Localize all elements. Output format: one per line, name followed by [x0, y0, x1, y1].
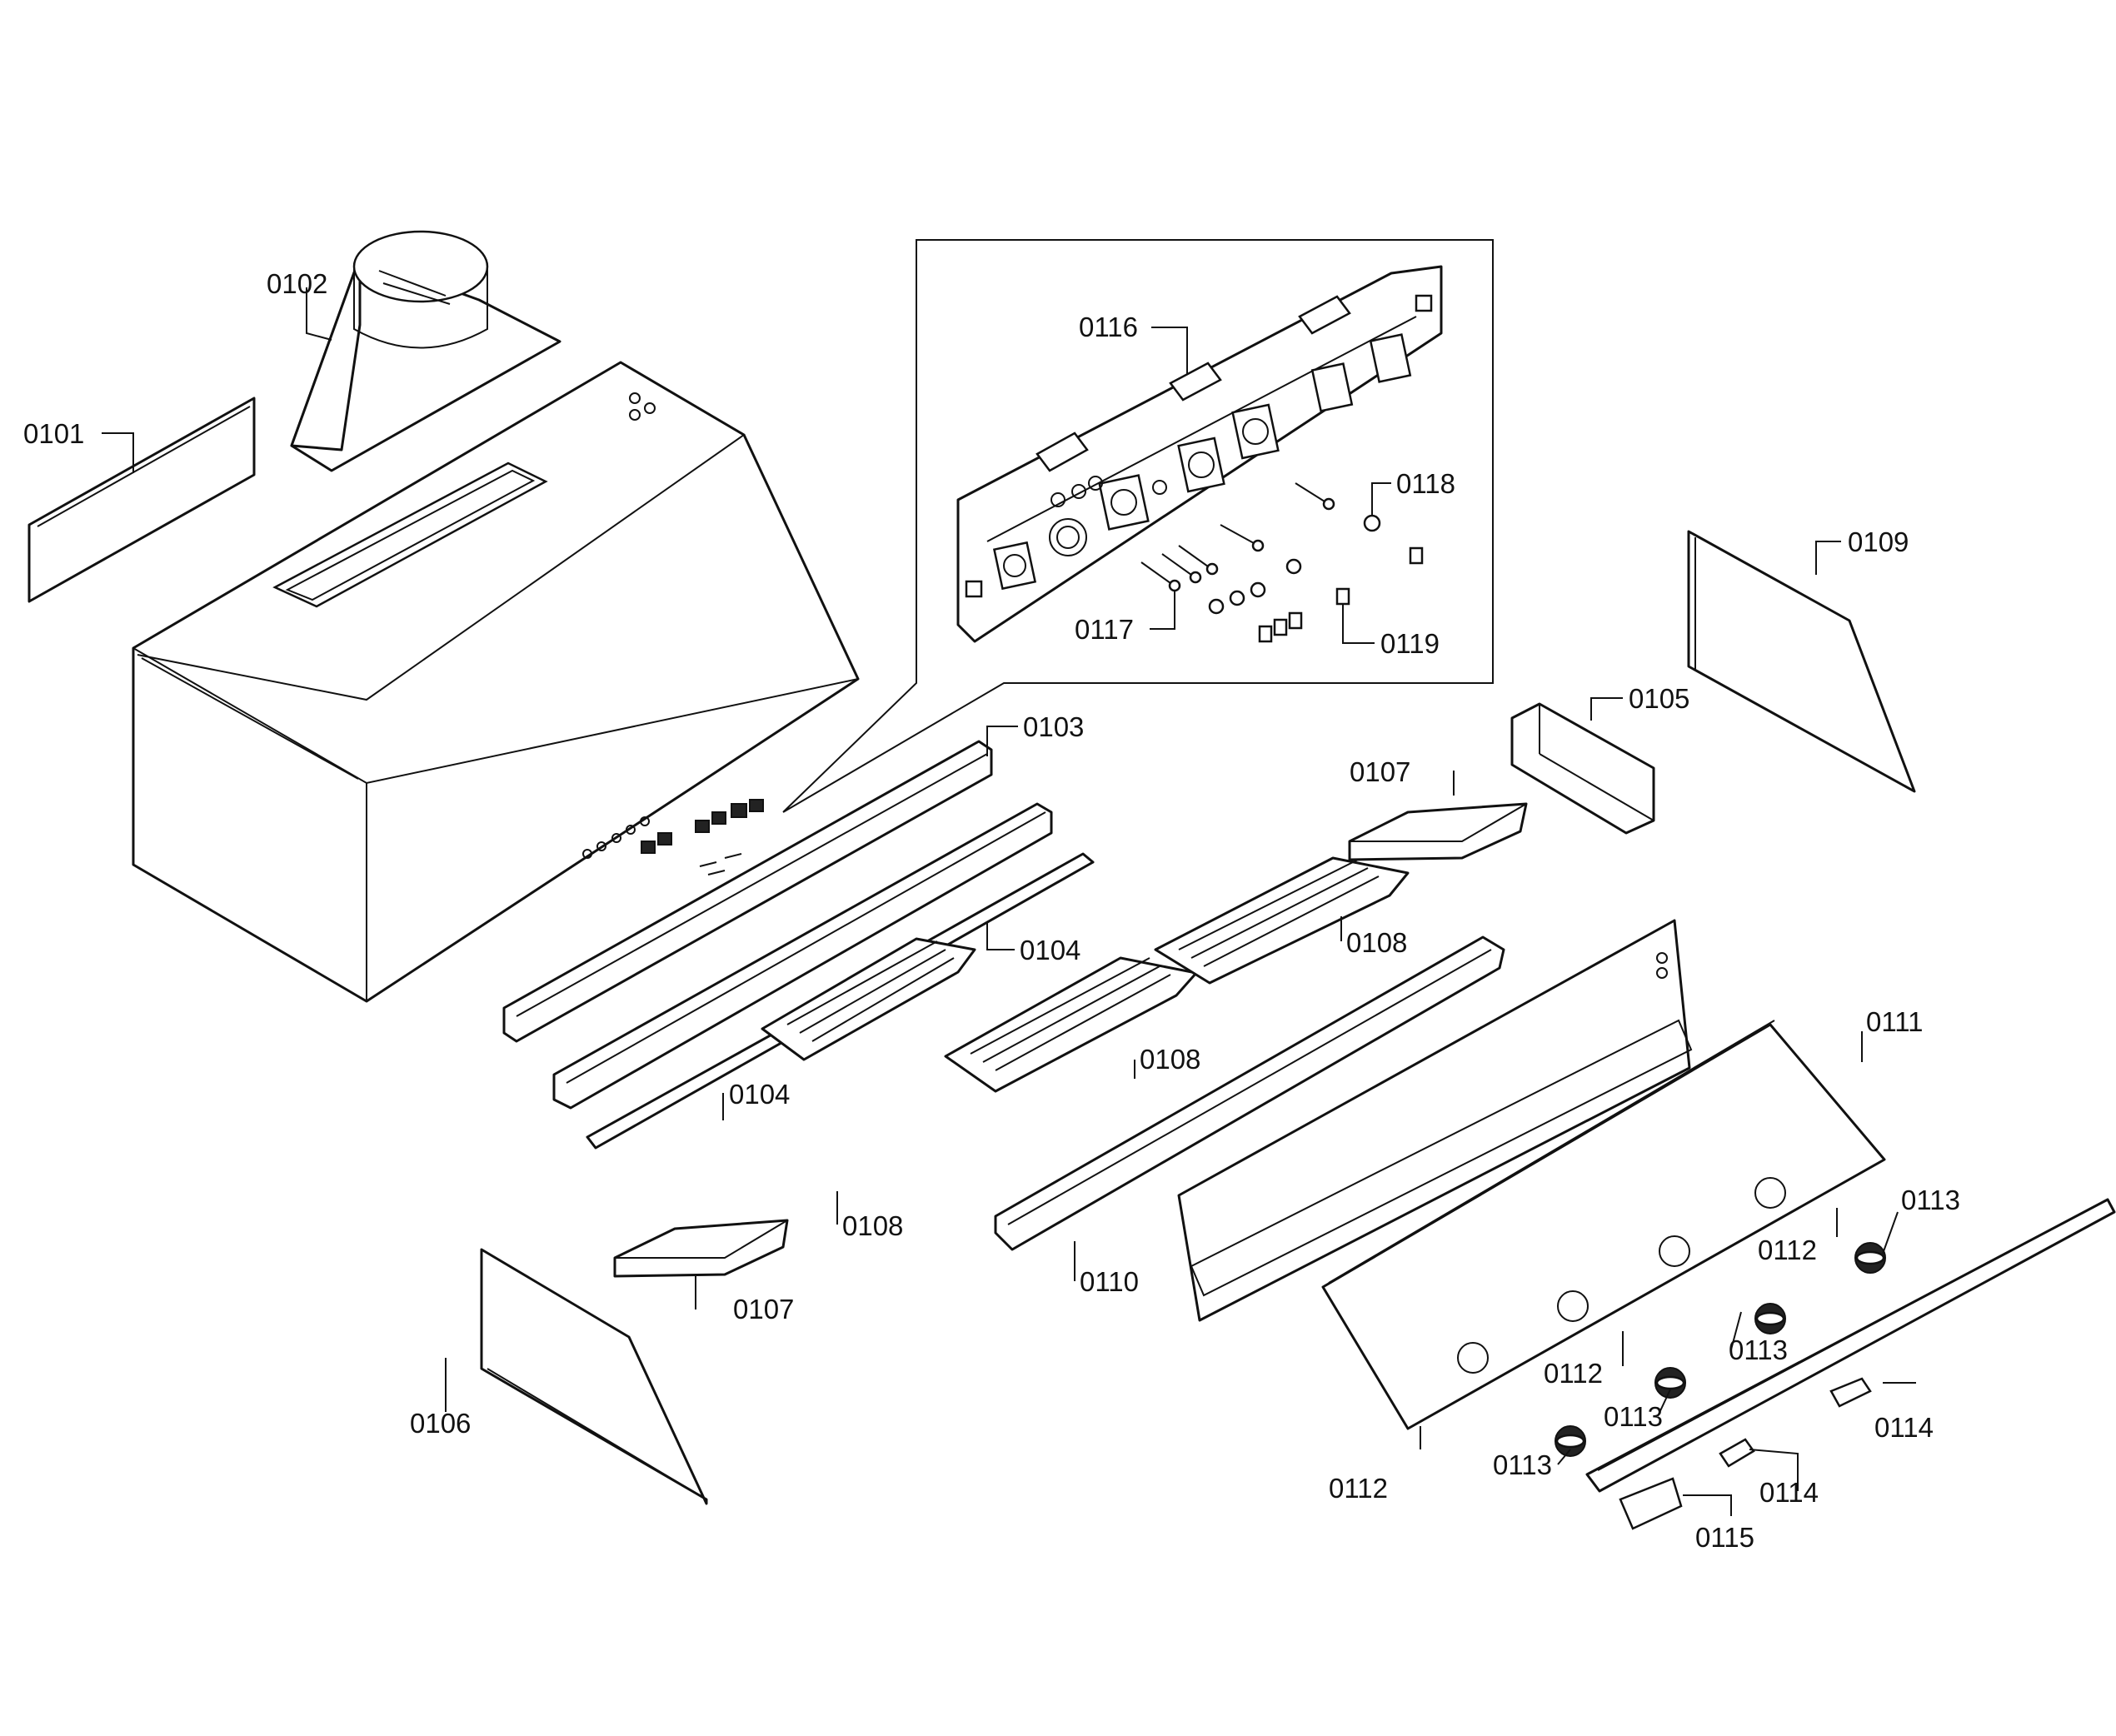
- label-0102: 0102: [267, 268, 327, 299]
- part-0114-clip-b: [1829, 1377, 1872, 1408]
- part-0102-duct-transition: [290, 230, 561, 472]
- part-0113-knob-b: [1654, 1367, 1686, 1399]
- part-0117-screws: [1140, 482, 1335, 592]
- trim-strip: [1585, 1198, 2116, 1493]
- part-0110-angle-rail: [994, 935, 1505, 1251]
- label-0101: 0101: [23, 418, 84, 449]
- leader-lines: [102, 287, 1916, 1516]
- label-0117: 0117: [1075, 614, 1134, 645]
- label-0110: 0110: [1080, 1266, 1139, 1297]
- back-liner-panel: [1177, 919, 1693, 1322]
- label-0113-a: 0113: [1901, 1185, 1960, 1215]
- part-0119-spacers: [1258, 546, 1424, 643]
- hood-body: [132, 361, 860, 1003]
- label-0115: 0115: [1695, 1522, 1754, 1553]
- part-0105-box: [1510, 702, 1655, 835]
- label-0112-middle: 0112: [1544, 1358, 1603, 1389]
- label-0106: 0106: [410, 1408, 471, 1439]
- part-0108-filter-c: [1154, 856, 1410, 985]
- part-labels: 0101 0102 0103 0104 0104 0105 0106 0107 …: [23, 268, 1960, 1553]
- part-0106-side-panel: [480, 1248, 708, 1505]
- label-0108-lower: 0108: [842, 1210, 903, 1241]
- label-0113-b: 0113: [1729, 1334, 1788, 1365]
- part-0115-bracket: [1619, 1477, 1683, 1530]
- label-0113-d: 0113: [1493, 1449, 1552, 1480]
- inset-frame: [782, 239, 1494, 813]
- part-0101-strip: [27, 397, 256, 603]
- part-0113-knob-c: [1754, 1303, 1786, 1334]
- label-0105: 0105: [1629, 683, 1689, 714]
- label-0108-middle: 0108: [1140, 1044, 1200, 1075]
- panel-openings: [965, 294, 1433, 598]
- part-0111-front-panel: [1321, 1020, 1886, 1430]
- label-0114-right: 0114: [1874, 1412, 1934, 1443]
- part-0103-rail: [502, 740, 993, 1043]
- part-0109-side-panel: [1687, 530, 1916, 793]
- label-0108-upper: 0108: [1346, 927, 1407, 958]
- label-0112-left: 0112: [1329, 1473, 1388, 1504]
- part-0108-filter-b: [944, 956, 1198, 1093]
- label-0112-right: 0112: [1758, 1235, 1817, 1265]
- label-0111: 0111: [1866, 1006, 1924, 1037]
- part-0108-filter-a: [761, 937, 976, 1061]
- label-0116: 0116: [1079, 312, 1138, 342]
- part-0114-clip-a: [1719, 1438, 1755, 1468]
- label-0119: 0119: [1380, 628, 1440, 659]
- part-0107-tray-lower: [613, 1219, 789, 1278]
- label-0109: 0109: [1848, 526, 1909, 557]
- label-0103: 0103: [1023, 711, 1084, 742]
- part-0118-nuts: [1208, 514, 1381, 615]
- label-0118: 0118: [1396, 468, 1455, 499]
- part-0113-knob-a: [1555, 1425, 1586, 1457]
- label-0107-upper: 0107: [1350, 756, 1410, 787]
- label-0104-lower: 0104: [729, 1079, 790, 1110]
- part-0116-control-bracket: [956, 265, 1443, 643]
- face-control-area: [582, 799, 764, 875]
- part-0113-knob-d: [1854, 1242, 1886, 1274]
- label-0107-lower: 0107: [733, 1294, 794, 1324]
- label-0104-upper: 0104: [1020, 935, 1080, 965]
- label-0114-left: 0114: [1759, 1477, 1819, 1508]
- part-0104-rail-long: [552, 802, 1053, 1110]
- label-0113-c: 0113: [1604, 1401, 1663, 1432]
- part-0107-tray-upper: [1348, 802, 1528, 861]
